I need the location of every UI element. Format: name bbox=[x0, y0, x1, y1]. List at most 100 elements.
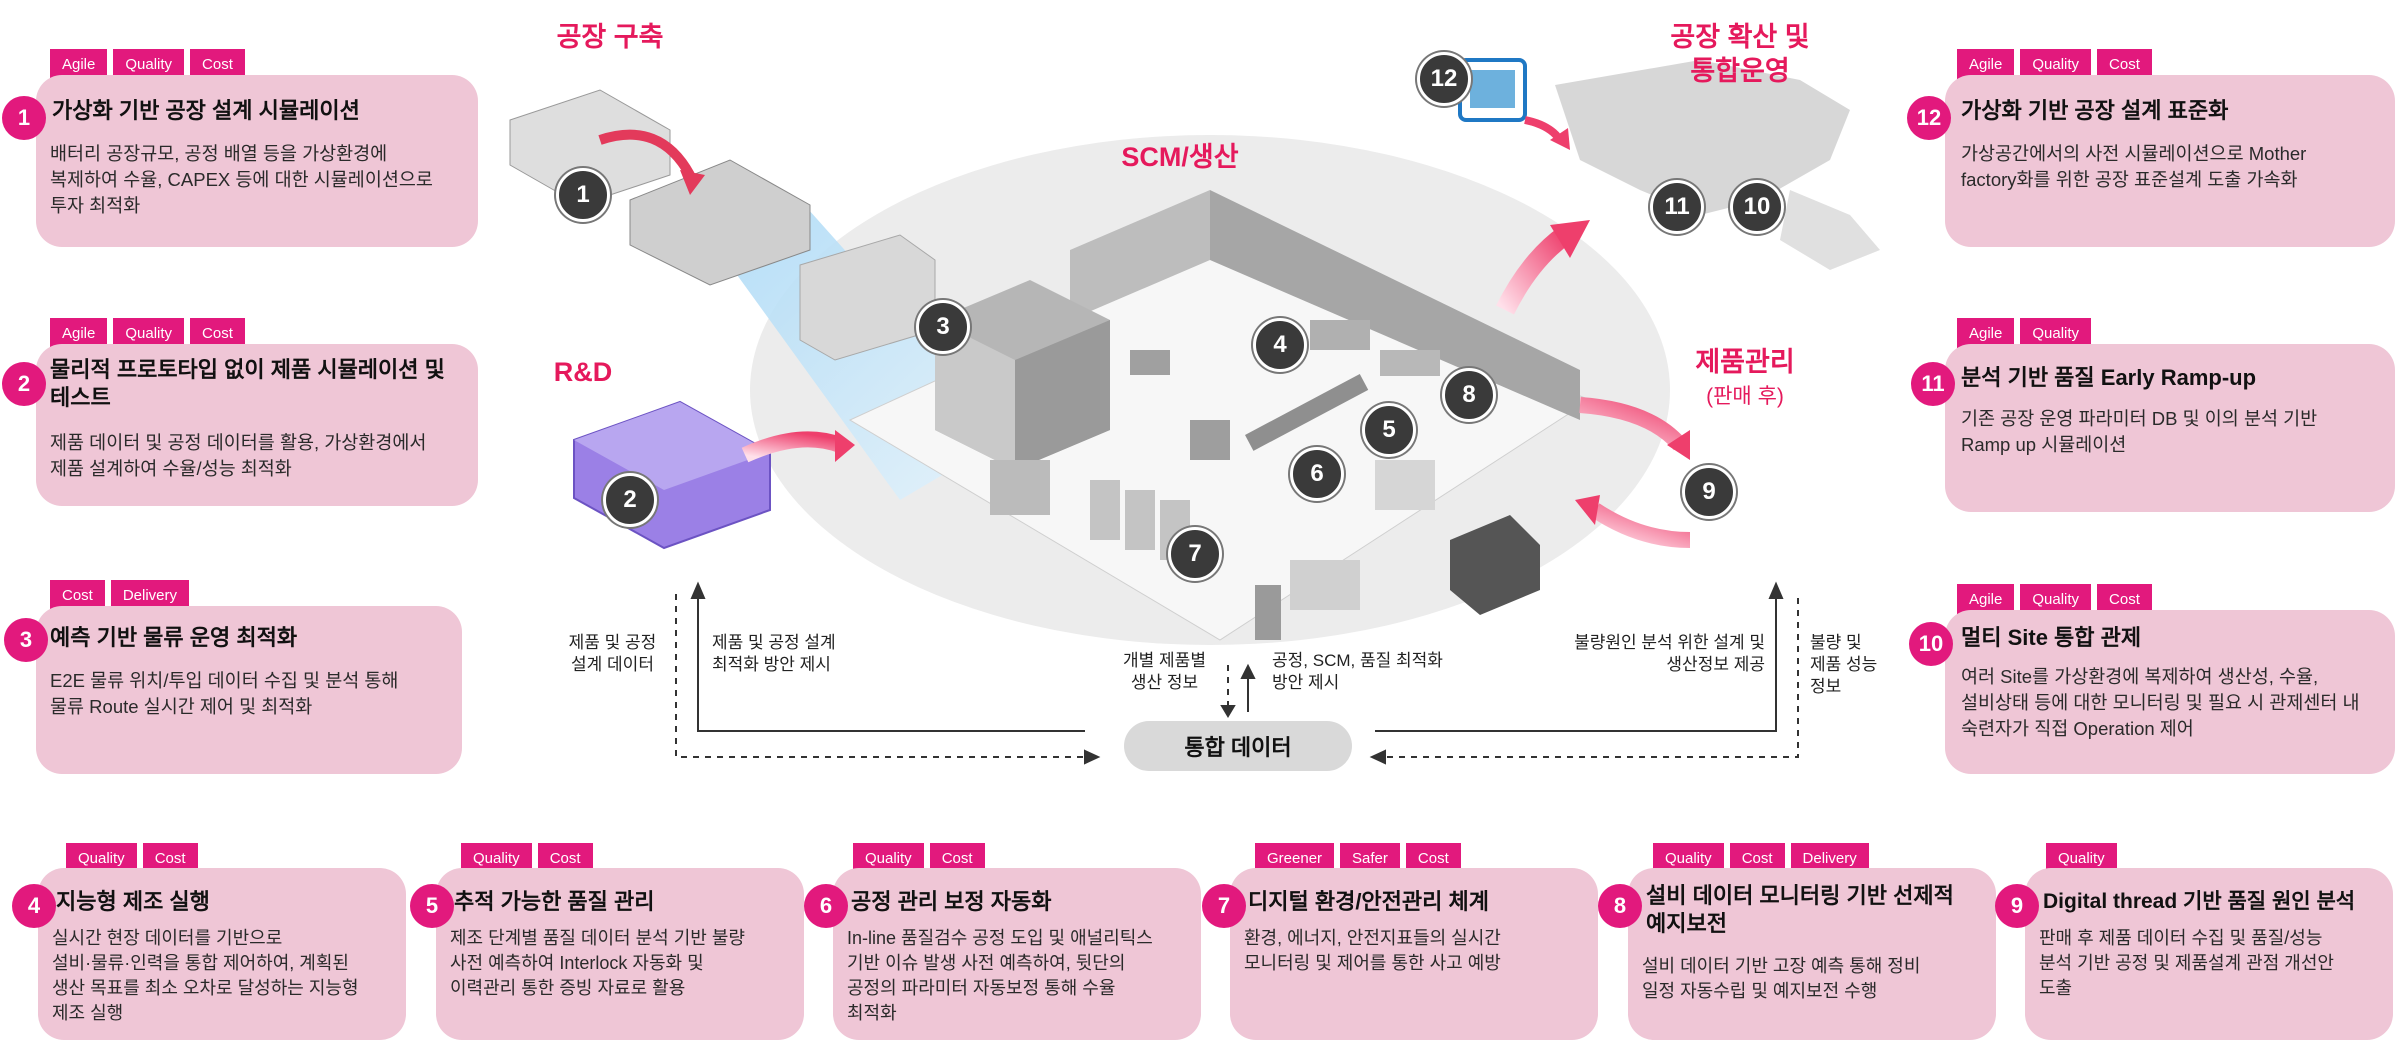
card-11-tags: Agile Quality bbox=[1957, 318, 2092, 349]
factory-build-old bbox=[509, 89, 671, 206]
card-desc: 환경, 에너지, 안전지표들의 실시간 모니터링 및 제어를 통한 사고 예방 bbox=[1244, 928, 1501, 973]
tag: Quality bbox=[113, 49, 185, 80]
card-3-number: 3 bbox=[4, 618, 48, 662]
card-desc: 판매 후 제품 데이터 수집 및 품질/성능 분석 기반 공정 및 제품설계 관… bbox=[2039, 928, 2334, 998]
label-scm: SCM/생산 bbox=[1121, 142, 1239, 172]
card-4-number: 4 bbox=[12, 884, 56, 928]
card-8: 설비 데이터 모니터링 기반 선제적 예지보전 설비 데이터 기반 고장 예측 … bbox=[1628, 868, 1996, 1040]
card-title: 예측 기반 물류 운영 최적화 bbox=[50, 625, 298, 650]
card-desc: 제조 단계별 품질 데이터 분석 기반 불량 사전 예측하여 Interlock… bbox=[450, 928, 745, 998]
card-12-tags: Agile Quality Cost bbox=[1957, 49, 2152, 80]
card-9-number: 9 bbox=[1995, 884, 2039, 928]
card-5: 추적 가능한 품질 관리 제조 단계별 품질 데이터 분석 기반 불량 사전 예… bbox=[436, 868, 804, 1040]
card-5-number: 5 bbox=[410, 884, 454, 928]
card-2-number: 2 bbox=[2, 362, 46, 406]
card-title: 멀티 Site 통합 관제 bbox=[1961, 625, 2142, 650]
card-2-tags: Agile Quality Cost bbox=[50, 318, 245, 349]
factory-build-new bbox=[629, 159, 811, 286]
card-desc: E2E 물류 위치/투입 데이터 수집 및 분석 통해 물류 Route 실시간… bbox=[50, 670, 399, 717]
flow-label-design-data: 제품 및 공정 설계 데이터 bbox=[568, 633, 657, 674]
card-desc: 배터리 공장규모, 공정 배열 등을 가상환경에 복제하여 수율, CAPEX … bbox=[50, 143, 433, 216]
flow-label-perf-info: 불량 및 제품 성능 정보 bbox=[1810, 633, 1878, 696]
label-product-mgmt: 제품관리 bbox=[1695, 347, 1795, 377]
card-7: 디지털 환경/안전관리 체계 환경, 에너지, 안전지표들의 실시간 모니터링 … bbox=[1230, 868, 1598, 1040]
badge-8: 8 bbox=[1442, 368, 1496, 422]
card-desc: 여러 Site를 가상환경에 복제하여 생산성, 수율, 설비상태 등에 대한 … bbox=[1961, 666, 2360, 739]
card-title: 물리적 프로토타입 없이 제품 시뮬레이션 및 테스트 bbox=[50, 357, 445, 410]
flow-defect-info bbox=[1375, 594, 1777, 732]
tag: Agile bbox=[50, 49, 108, 80]
card-9: Digital thread 기반 품질 원인 분석 판매 후 제품 데이터 수… bbox=[2025, 868, 2393, 1040]
badge-12: 12 bbox=[1417, 52, 1471, 106]
badge-6: 6 bbox=[1290, 447, 1344, 501]
tag: Cost bbox=[2097, 49, 2152, 80]
card-1-number: 1 bbox=[2, 96, 46, 140]
card-12: 가상화 기반 공장 설계 표준화 가상공간에서의 사전 시뮬레이션으로 Moth… bbox=[1945, 75, 2395, 247]
card-title: Digital thread 기반 품질 원인 분석 bbox=[2043, 890, 2356, 913]
badge-9: 9 bbox=[1682, 465, 1736, 519]
arrow-rnd-to-scm bbox=[741, 431, 843, 463]
badge-5: 5 bbox=[1362, 403, 1416, 457]
card-11-number: 11 bbox=[1911, 362, 1955, 406]
label-product-mgmt-sub: (판매 후) bbox=[1706, 385, 1784, 408]
card-desc: 설비 데이터 기반 고장 예측 통해 정비 일정 자동수립 및 예지보전 수행 bbox=[1642, 956, 1921, 1001]
card-3: 예측 기반 물류 운영 최적화 E2E 물류 위치/투입 데이터 수집 및 분석… bbox=[36, 606, 462, 774]
badge-4: 4 bbox=[1253, 318, 1307, 372]
card-7-number: 7 bbox=[1202, 884, 1246, 928]
flow-label-design-opt: 제품 및 공정 설계 최적화 방안 제시 bbox=[712, 633, 836, 674]
label-factory-build: 공장 구축 bbox=[556, 22, 664, 52]
card-1-tags: Agile Quality Cost bbox=[50, 49, 245, 80]
card-10-tags: Agile Quality Cost bbox=[1957, 584, 2152, 615]
card-title: 설비 데이터 모니터링 기반 선제적 예지보전 bbox=[1646, 883, 1954, 936]
integrated-data-pill: 통합 데이터 bbox=[1124, 721, 1352, 771]
tag: Cost bbox=[2097, 584, 2152, 615]
card-10: 멀티 Site 통합 관제 여러 Site를 가상환경에 복제하여 생산성, 수… bbox=[1945, 610, 2395, 774]
production-line bbox=[1245, 373, 1369, 451]
badge-11: 11 bbox=[1650, 180, 1704, 234]
card-1: 가상화 기반 공장 설계 시뮬레이션 배터리 공장규모, 공정 배열 등을 가상… bbox=[36, 75, 478, 247]
card-2: 물리적 프로토타입 없이 제품 시뮬레이션 및 테스트 제품 데이터 및 공정 … bbox=[36, 344, 478, 506]
world-map bbox=[1555, 60, 1850, 215]
card-desc: 가상공간에서의 사전 시뮬레이션으로 Mother factory화를 위한 공… bbox=[1961, 143, 2307, 190]
flow-design-opt bbox=[697, 594, 1085, 732]
card-11: 분석 기반 품질 Early Ramp-up 기존 공장 운영 파라미터 DB … bbox=[1945, 344, 2395, 512]
card-6: 공정 관리 보정 자동화 In-line 품질검수 공정 도입 및 애널리틱스 … bbox=[833, 868, 1201, 1040]
card-title: 지능형 제조 실행 bbox=[56, 889, 210, 914]
card-3-tags: Cost Delivery bbox=[50, 580, 190, 611]
tag: Quality bbox=[2020, 49, 2092, 80]
card-title: 디지털 환경/안전관리 체계 bbox=[1248, 889, 1489, 914]
card-desc: 제품 데이터 및 공정 데이터를 활용, 가상환경에서 제품 설계하여 수율/성… bbox=[50, 432, 427, 479]
card-8-number: 8 bbox=[1598, 884, 1642, 928]
card-6-number: 6 bbox=[804, 884, 848, 928]
flow-design-data bbox=[675, 594, 1085, 758]
arrow-scm-to-product bbox=[1579, 397, 1687, 451]
card-10-number: 10 bbox=[1909, 622, 1953, 666]
card-4: 지능형 제조 실행 실시간 현장 데이터를 기반으로 설비·물류·인력을 통합 … bbox=[38, 868, 406, 1040]
label-expansion: 공장 확산 및 통합운영 bbox=[1670, 22, 1810, 86]
card-12-number: 12 bbox=[1907, 96, 1951, 140]
badge-2: 2 bbox=[603, 473, 657, 527]
flow-label-defect-info: 불량원인 분석 위한 설계 및 생산정보 제공 bbox=[1574, 633, 1765, 674]
tag: Delivery bbox=[110, 580, 190, 611]
control-room bbox=[1450, 515, 1540, 615]
tag: Cost bbox=[190, 318, 245, 349]
card-title: 공정 관리 보정 자동화 bbox=[851, 889, 1052, 914]
tag: Agile bbox=[1957, 49, 2015, 80]
card-desc: 기존 공장 운영 파라미터 DB 및 이의 분석 기반 Ramp up 시뮬레이… bbox=[1961, 408, 2318, 455]
label-rnd: R&D bbox=[553, 357, 613, 387]
card-title: 가상화 기반 공장 설계 시뮬레이션 bbox=[52, 98, 360, 123]
badge-10: 10 bbox=[1730, 180, 1784, 234]
tag: Cost bbox=[50, 580, 105, 611]
flow-perf-info bbox=[1375, 594, 1799, 758]
badge-1: 1 bbox=[556, 168, 610, 222]
tag: Agile bbox=[1957, 584, 2015, 615]
flow-label-process-opt: 공정, SCM, 품질 최적화 방안 제시 bbox=[1272, 651, 1443, 692]
flow-label-unit-info: 개별 제품별 생산 정보 bbox=[1123, 651, 1206, 692]
card-title: 가상화 기반 공장 설계 표준화 bbox=[1961, 98, 2229, 123]
card-title: 추적 가능한 품질 관리 bbox=[454, 889, 655, 914]
tag: Agile bbox=[50, 318, 108, 349]
arrow-product-to-scm bbox=[1590, 503, 1691, 548]
tag: Quality bbox=[2020, 318, 2092, 349]
card-desc: 실시간 현장 데이터를 기반으로 설비·물류·인력을 통합 제어하여, 계획된 … bbox=[52, 928, 359, 1023]
